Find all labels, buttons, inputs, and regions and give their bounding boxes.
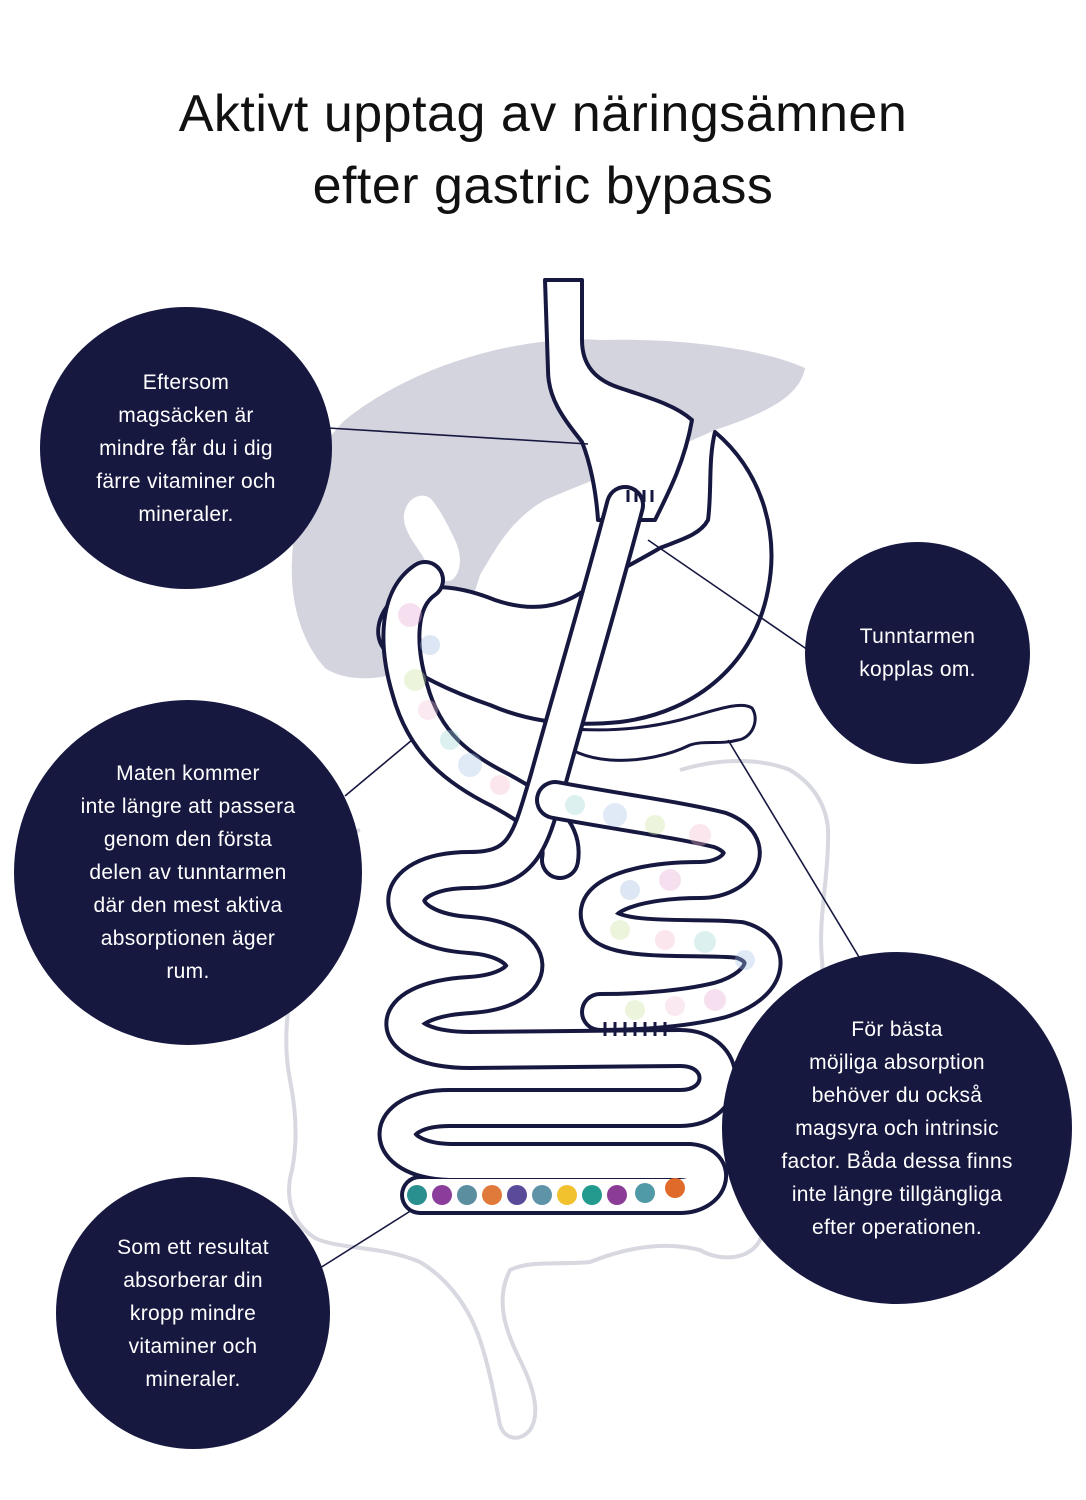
gallbladder-shape: [403, 495, 460, 581]
callout-duodenum: Maten kommer inte längre att passera gen…: [14, 700, 362, 1045]
absorbed-nutrients: [407, 1178, 685, 1205]
callout-duodenum-text: Maten kommer inte längre att passera gen…: [80, 762, 296, 983]
callout-result-text: Som ett resultat absorberar din kropp mi…: [117, 1235, 269, 1391]
colon-outline: [284, 759, 831, 1440]
callout-reroute-text: Tunntarmen kopplas om.: [859, 625, 976, 681]
callout-intrinsic-factor-text: För bästa möjliga absorption behöver du …: [781, 1017, 1013, 1239]
title-line-2: efter gastric bypass: [312, 157, 774, 215]
page-title: Aktivt upptag av näringsämnen efter gast…: [0, 78, 1086, 222]
pancreas: [558, 703, 757, 762]
bypassed-loop-inner: [539, 784, 779, 1028]
leader-lines: [319, 427, 863, 1269]
stitches: [603, 490, 667, 1036]
faded-nutrients: [398, 603, 755, 1020]
callout-stomach: Eftersom magsäcken är mindre får du i di…: [40, 307, 332, 589]
esophagus: [543, 278, 694, 522]
callout-result: Som ett resultat absorberar din kropp mi…: [56, 1177, 330, 1449]
title-line-1: Aktivt upptag av näringsämnen: [178, 85, 908, 143]
callout-intrinsic-factor: För bästa möjliga absorption behöver du …: [722, 952, 1072, 1304]
callout-reroute: Tunntarmen kopplas om.: [805, 542, 1030, 764]
callout-stomach-text: Eftersom magsäcken är mindre får du i di…: [96, 370, 276, 526]
